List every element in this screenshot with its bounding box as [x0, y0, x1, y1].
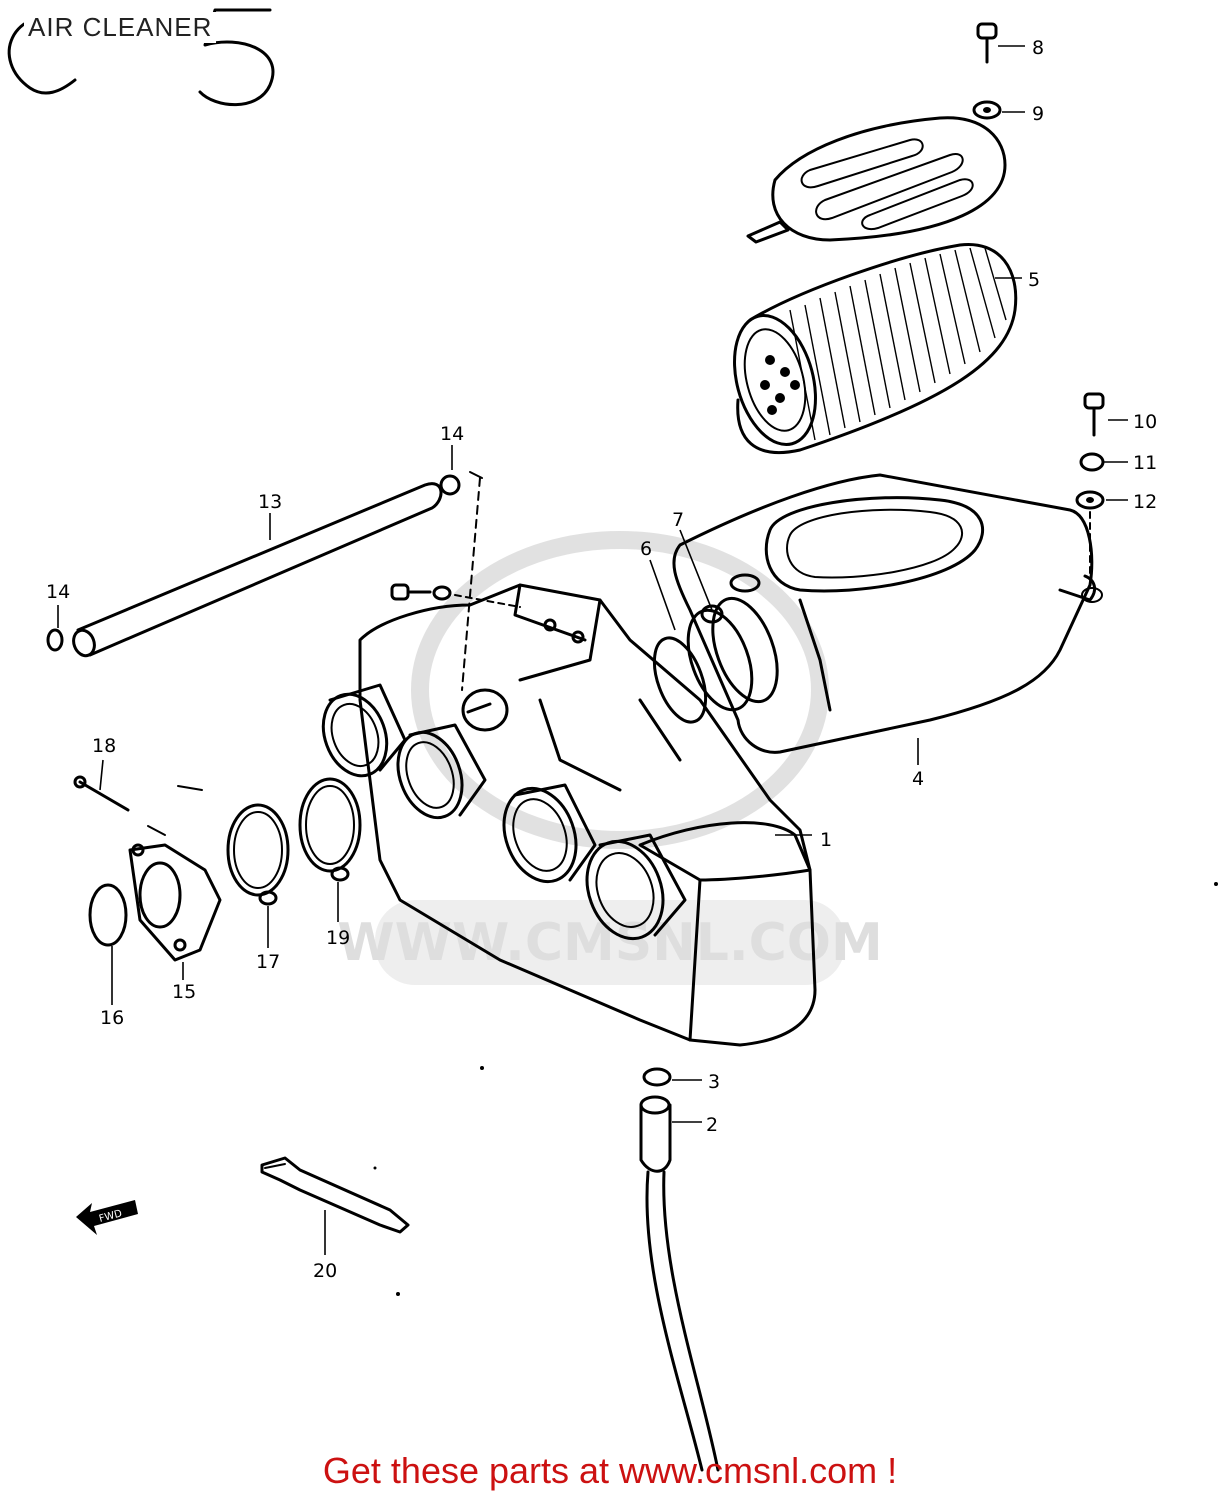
- callout-9: 9: [1032, 103, 1044, 125]
- callout-6: 6: [640, 538, 652, 560]
- callout-17: 17: [256, 951, 280, 973]
- callout-7: 7: [672, 509, 684, 531]
- callout-16: 16: [100, 1007, 124, 1029]
- upper-case: [652, 392, 1105, 754]
- callout-20: 20: [313, 1260, 337, 1282]
- watermark-text: WWW.CMSNL.COM: [337, 913, 882, 973]
- callout-8: 8: [1032, 37, 1044, 59]
- shop-link-text[interactable]: Get these parts at www.cmsnl.com !: [322, 1450, 898, 1491]
- drain-hose: [639, 1067, 720, 1472]
- callout-2: 2: [706, 1114, 718, 1136]
- main-air-box: [321, 583, 817, 1047]
- callout-3: 3: [708, 1071, 720, 1093]
- leader-lines: [57, 45, 1128, 1255]
- callout-13: 13: [258, 491, 282, 513]
- strap: [260, 1156, 410, 1234]
- callout-15: 15: [172, 981, 196, 1003]
- callout-10: 10: [1133, 411, 1157, 433]
- forward-arrow: FWD: [76, 1200, 138, 1235]
- callout-14-upper: 14: [440, 423, 464, 445]
- callout-19: 19: [326, 927, 350, 949]
- cover-plate: [746, 22, 1007, 244]
- callout-1: 1: [820, 829, 832, 851]
- intake-spigots: [321, 683, 687, 941]
- filter-element: [733, 242, 1018, 455]
- specks: [373, 882, 1218, 1296]
- callout-11: 11: [1133, 452, 1157, 474]
- adapter-parts: [73, 775, 362, 962]
- callout-5: 5: [1028, 269, 1040, 291]
- callout-18: 18: [92, 735, 116, 757]
- callout-14-lower: 14: [46, 581, 70, 603]
- callouts: 1 2 3 4 5 6 7 8 9 10 11 12 13 14 14 15 1…: [46, 37, 1157, 1282]
- page-title: AIR CLEANER: [24, 12, 217, 43]
- breather-hose: [46, 471, 483, 691]
- callout-12: 12: [1133, 491, 1157, 513]
- callout-4: 4: [912, 768, 924, 790]
